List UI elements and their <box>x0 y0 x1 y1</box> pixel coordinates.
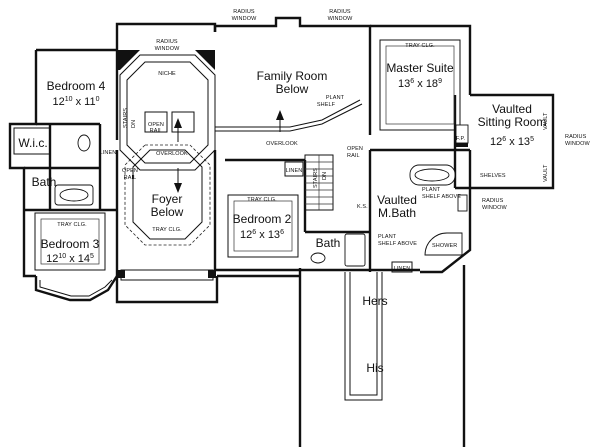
radius-note-5: RADIUS <box>482 198 504 204</box>
direction-arrows <box>174 110 284 193</box>
sitting-room-size: 126 x 135 <box>490 136 534 148</box>
labels: Family Room Below Master Suite 136 x 189… <box>18 9 590 375</box>
tray-clg-bed3: TRAY CLG. <box>57 222 87 228</box>
overlook-note-1: OVERLOOK <box>156 151 188 157</box>
master-bath-label: M.Bath <box>378 206 416 220</box>
plant-note-2: PLANT <box>422 187 441 193</box>
tray-clg-master: TRAY CLG. <box>405 43 435 49</box>
tray-clg-foyer: TRAY CLG. <box>152 227 182 233</box>
bath-mid-label: Bath <box>316 236 341 250</box>
plant-note-3: PLANT <box>378 234 397 240</box>
fp-note: F.P. <box>456 136 466 142</box>
hers-closet-label: Hers <box>362 294 387 308</box>
bedroom2-size: 126 x 136 <box>240 229 284 241</box>
foyer-label: Foyer <box>152 192 183 206</box>
rail-note-3: RAIL <box>347 153 360 159</box>
window-note-1: WINDOW <box>232 16 257 22</box>
interior-walls <box>13 50 518 276</box>
linen-note-2: LINEN <box>286 168 303 174</box>
bedroom3-size: 1210 x 145 <box>46 253 94 265</box>
vault-note-2: VAULT <box>543 164 549 182</box>
foyer-below: Below <box>151 205 184 219</box>
overlook-note-2: OVERLOOK <box>266 141 298 147</box>
his-closet-label: His <box>366 361 383 375</box>
linen-note-3: LINEN <box>394 266 411 272</box>
shelf-above-note-2: SHELF ABOVE <box>422 194 461 200</box>
tray-clg-bed2: TRAY CLG. <box>247 197 277 203</box>
open-note-2: OPEN <box>122 168 138 174</box>
niche-note: NICHE <box>158 71 176 77</box>
bedroom2-label: Bedroom 2 <box>233 212 292 226</box>
bath-left-label: Bath <box>32 175 57 189</box>
wic-label: W.i.c. <box>18 136 47 150</box>
vault-note-1: VAULT <box>543 112 549 130</box>
dn-note-1: DN <box>131 120 137 128</box>
stairs-note-2: STAIRS <box>313 168 319 188</box>
master-suite-size: 136 x 189 <box>398 78 442 90</box>
ks-note: K.S. <box>357 204 368 210</box>
family-room-below: Below <box>276 82 309 96</box>
sitting-room-label: Sitting Room <box>478 115 547 129</box>
radius-note-3: RADIUS <box>156 39 178 45</box>
open-note-1: OPEN <box>148 122 164 128</box>
foyer-octagon <box>117 50 216 246</box>
radius-note-1: RADIUS <box>233 9 255 15</box>
bedroom3-label: Bedroom 3 <box>41 237 100 251</box>
radius-note-4: RADIUS <box>565 134 587 140</box>
shower-note: SHOWER <box>432 243 457 249</box>
linen-note-1: LINEN <box>100 150 117 156</box>
fixtures <box>54 124 469 267</box>
plant-note-1: PLANT <box>326 95 345 101</box>
rail-note-2: RAIL <box>124 175 137 181</box>
rail-note-1: RAIL <box>150 128 163 134</box>
dn-note-2: DN <box>322 172 328 180</box>
shelf-note-1: SHELF <box>317 102 336 108</box>
window-note-4: WINDOW <box>565 141 590 147</box>
family-room-label: Family Room <box>257 69 328 83</box>
tray-ceiling-marks <box>34 39 461 271</box>
bedroom4-label: Bedroom 4 <box>47 79 106 93</box>
stairs-note-1: STAIRS <box>123 108 129 128</box>
shelves-note: SHELVES <box>480 173 506 179</box>
open-note-3: OPEN <box>347 146 363 152</box>
shelf-above-note-3: SHELF ABOVE <box>378 241 417 247</box>
radius-note-2: RADIUS <box>329 9 351 15</box>
master-suite-label: Master Suite <box>386 61 454 75</box>
window-note-2: WINDOW <box>328 16 353 22</box>
master-bath-vaulted: Vaulted <box>377 193 417 207</box>
window-note-5: WINDOW <box>482 205 507 211</box>
sitting-room-vaulted: Vaulted <box>492 102 532 116</box>
window-note-3: WINDOW <box>155 46 180 52</box>
bedroom4-size: 1210 x 110 <box>53 96 100 108</box>
